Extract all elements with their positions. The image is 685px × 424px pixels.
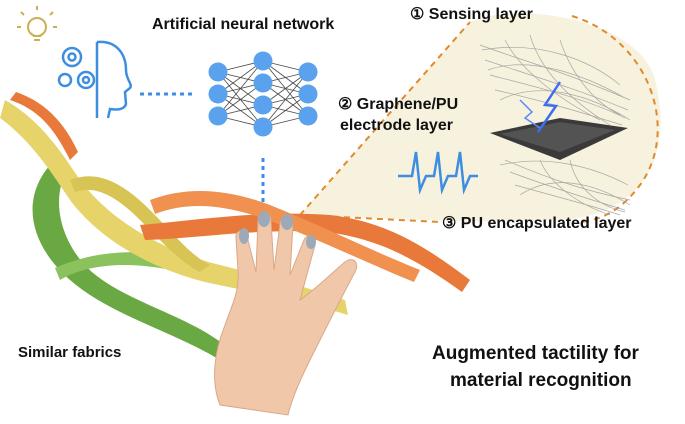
network-node	[253, 95, 273, 115]
ann-title: Artificial neural network	[152, 16, 335, 33]
network-node	[253, 73, 273, 93]
network-edge	[262, 71, 309, 128]
network-node	[208, 106, 228, 126]
fingertip-sensors	[239, 211, 316, 249]
pulse-signal-icon	[398, 151, 478, 195]
similar-fabrics-label: Similar fabrics	[18, 344, 122, 361]
network-nodes	[208, 51, 318, 137]
sensor-bubble	[300, 13, 661, 222]
bubble-dashed-outline	[299, 15, 659, 223]
hand	[214, 212, 358, 416]
encapsulated-layer-label: ③ PU encapsulated layer	[442, 215, 632, 232]
network-node	[253, 117, 273, 137]
ribbon-yellow-fold	[70, 176, 210, 272]
graphene-electrode-highlight	[500, 122, 615, 152]
lightning-spark	[536, 81, 562, 133]
lightning-spark-2	[519, 99, 541, 129]
augmented-tactility-line1: Augmented tactility for	[432, 343, 639, 364]
sensing-layer-label: ① Sensing layer	[410, 6, 533, 23]
augmented-tactility-line2: material recognition	[450, 370, 632, 391]
network-node	[298, 84, 318, 104]
gear-head-icon	[57, 40, 132, 119]
network-node	[253, 51, 273, 71]
lightbulb-icon	[17, 6, 57, 41]
network-node	[298, 106, 318, 126]
electrode-layer-label-line1: ② Graphene/PU	[338, 96, 459, 113]
network-node	[208, 62, 228, 82]
ribbon-orange-wave	[150, 190, 420, 282]
electrode-layer-label-line2: electrode layer	[340, 117, 453, 134]
network-node	[298, 62, 318, 82]
network-node	[208, 84, 228, 104]
network-connections	[217, 60, 309, 128]
encapsulated-layer-mesh	[499, 159, 631, 216]
network-edge	[217, 60, 264, 117]
sensing-layer-mesh	[479, 34, 631, 126]
